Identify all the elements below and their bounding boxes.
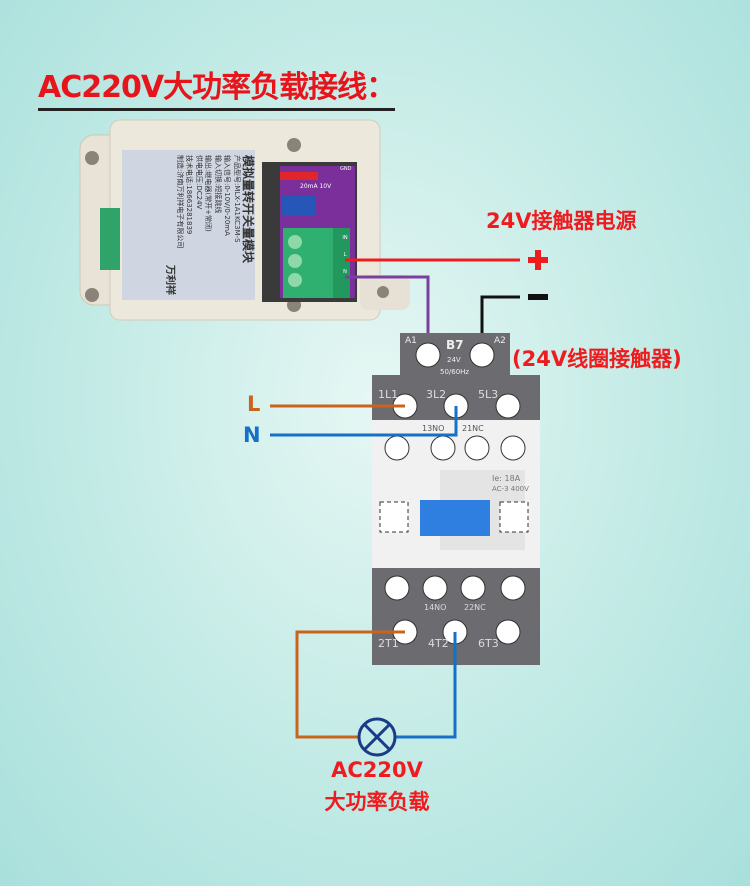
module-spec: 输入信号:0-10V/0-20mA: [223, 155, 232, 236]
module-name: 模拟量转开关量模块: [241, 155, 255, 264]
contactor-label: (24V线圈接触器): [512, 347, 682, 371]
aux-13NO: 13NO: [422, 424, 445, 433]
purple-wire: [345, 275, 430, 352]
contactor: [372, 333, 540, 665]
module-spec: 产品型号:MLX-1A1KC3M-S: [233, 155, 241, 243]
psu-label: 24V接触器电源: [486, 209, 637, 233]
terminal-5L3: 5L3: [478, 388, 499, 401]
terminal-3L2: 3L2: [426, 388, 447, 401]
load-orange-wire: [295, 630, 405, 739]
jumper-label: 20mA 10V: [300, 183, 332, 190]
module-spec: 技术电话:18663281839: [185, 155, 194, 235]
module-spec: 输出:继电器(常开+常闭): [204, 155, 213, 232]
terminal-label: L: [343, 252, 347, 258]
analog-switch-module: [79, 119, 410, 321]
load-name-label: 大功率负载: [324, 790, 430, 814]
module-terminals: IN L N: [338, 230, 352, 281]
plus-icon: [528, 250, 548, 270]
module-spec: 制造:济南万利祥电子有限公司: [176, 155, 184, 249]
lamp-load-icon: [357, 717, 397, 757]
terminal-6T3: 6T3: [478, 637, 499, 650]
terminal-label: IN: [342, 235, 348, 241]
aux-22NC: 22NC: [464, 603, 486, 612]
line-L-label: L: [247, 392, 261, 416]
module-spec: 输入切换:短接跳线: [214, 155, 222, 214]
module-brand: 万利祥: [164, 265, 176, 295]
terminal-label: N: [343, 269, 347, 275]
load-blue-wire: [395, 632, 457, 739]
terminal-2T1: 2T1: [378, 637, 399, 650]
terminal-A2: A2: [494, 336, 506, 346]
rating-category: AC-3 400V: [492, 485, 529, 493]
load-voltage-label: AC220V: [331, 758, 423, 782]
module-spec: 供电电压:DC24V: [195, 155, 203, 210]
aux-14NO: 14NO: [424, 603, 447, 612]
page-title: AC220V大功率负载接线：: [38, 62, 396, 111]
coil-voltage: 24V: [447, 356, 461, 364]
contactor-model: B7: [446, 338, 464, 352]
minus-icon: [528, 294, 548, 300]
terminal-4T2: 4T2: [428, 637, 449, 650]
terminal-label: GND: [340, 166, 352, 172]
rating-current: Ie: 18A: [492, 474, 521, 483]
module-label: 模拟量转开关量模块 产品型号:MLX-1A1KC3M-S 输入信号:0-10V/…: [130, 155, 256, 295]
line-N-label: N: [243, 423, 261, 447]
coil-frequency: 50/60Hz: [440, 368, 470, 376]
terminal-A1: A1: [405, 336, 417, 346]
terminal-1L1: 1L1: [378, 388, 399, 401]
aux-21NC: 21NC: [462, 424, 484, 433]
line-N-wire: [270, 406, 458, 437]
